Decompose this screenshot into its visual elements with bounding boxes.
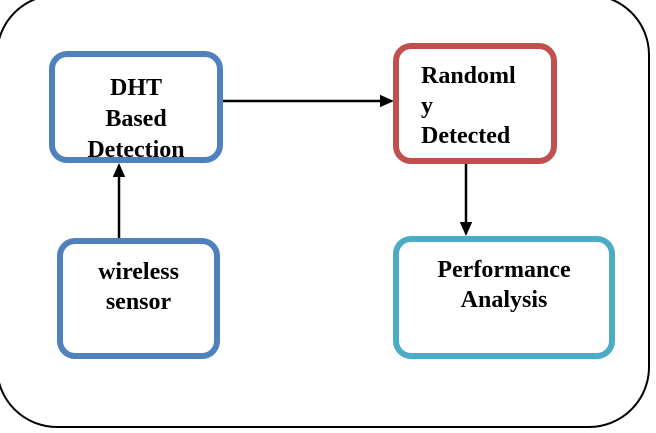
node-label-line: Detected: [421, 123, 511, 149]
node-randomly-detected: Randoml y Detected: [393, 43, 557, 164]
node-performance-analysis: Performance Analysis: [393, 236, 615, 359]
node-label-line: Randoml: [421, 63, 516, 89]
node-label-line: y: [421, 93, 433, 119]
outer-border-frame: [0, 0, 650, 428]
node-dht-based-detection: DHT Based Detection: [49, 51, 223, 163]
node-label-line: sensor: [105, 289, 172, 315]
node-label-line: Based: [105, 106, 167, 132]
node-label-line: Detection: [87, 137, 185, 163]
node-wireless-sensor: wireless sensor: [57, 238, 220, 359]
node-label-line: wireless: [98, 259, 179, 285]
node-label-line: Performance: [437, 257, 571, 283]
node-label-line: DHT: [109, 75, 162, 101]
node-label-line: Analysis: [460, 287, 548, 313]
